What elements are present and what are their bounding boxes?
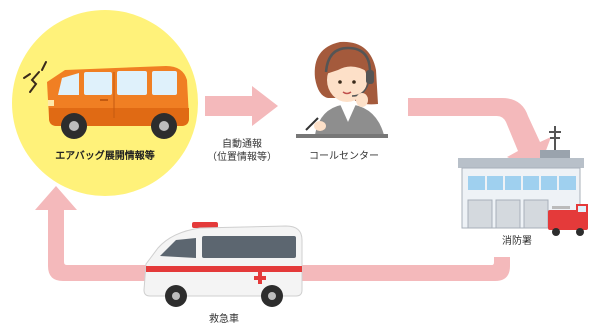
arrow-ambulance-to-car <box>35 186 155 281</box>
call-center-node-label: コールセンター <box>309 151 379 162</box>
fire-station-node-label: 消防署 <box>502 236 532 247</box>
car-node-label: エアバッグ展開情報等 <box>55 151 155 162</box>
arrow-firestation-to-ambulance <box>290 257 510 281</box>
auto-report-label-line2: （位置情報等） <box>207 152 277 163</box>
arrow-callcenter-to-firestation <box>408 98 551 172</box>
ambulance-node-label: 救急車 <box>209 314 239 325</box>
arrow-car-to-callcenter <box>205 86 278 126</box>
auto-report-label-line1: 自動通報 <box>222 139 262 150</box>
